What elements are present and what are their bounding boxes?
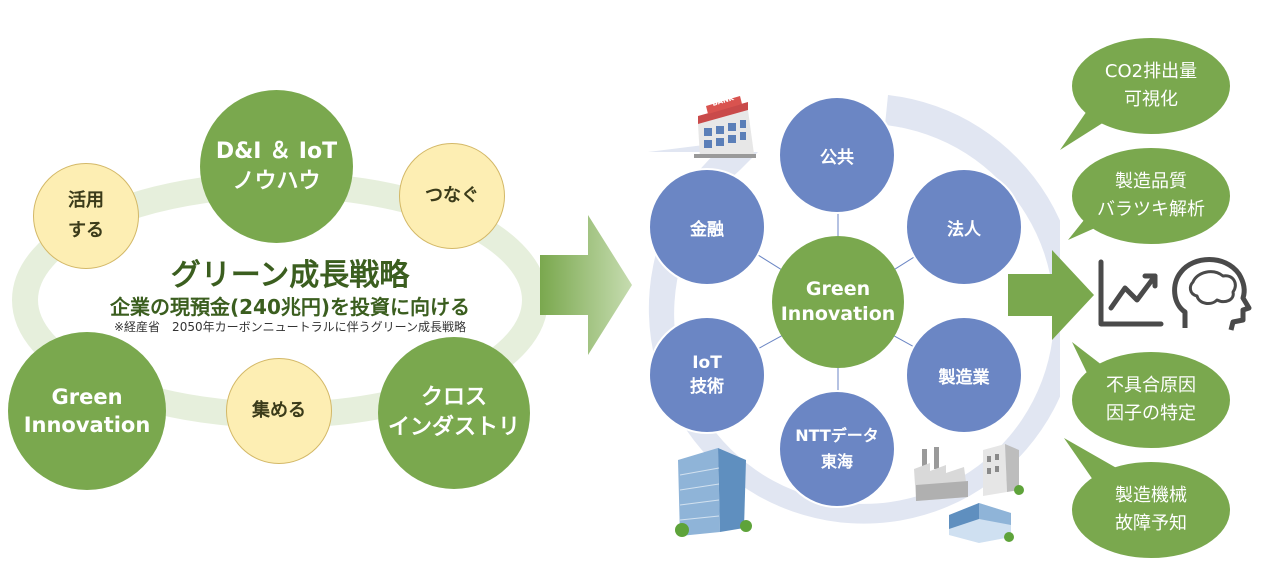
use-label-1: 活用 (68, 190, 104, 211)
green-label: Green (51, 385, 123, 409)
innovation-label: Innovation (23, 413, 151, 437)
node-finance: 金融 (648, 168, 766, 286)
node-ntt-data-tokai: NTTデータ 東海 (778, 390, 896, 508)
tech-label: 技術 (690, 377, 724, 397)
cross-industry-circle: クロス インダストリ (378, 337, 530, 489)
strategy-note: ※経産省 2050年カーボンニュートラルに伴うグリーン成長戦略 (114, 320, 466, 334)
node-manufacturing: 製造業 (905, 316, 1023, 434)
use-label-2: する (68, 220, 104, 241)
strategy-title: グリーン成長戦略 (170, 258, 410, 293)
industry-label: インダストリ (387, 415, 520, 440)
tall-factory-icon (983, 444, 1024, 496)
factory-icon (914, 447, 968, 501)
outcome-1-line2: 可視化 (1124, 89, 1178, 110)
outcome-3-line1: 不具合原因 (1106, 375, 1196, 396)
green-innovation-hub: Green Innovation (772, 236, 904, 368)
node-iot-tech: IoT 技術 (648, 316, 766, 434)
outcome-1-line1: CO2排出量 (1104, 61, 1198, 82)
analytics-icons (1098, 257, 1252, 331)
knowhow-label: ノウハウ (232, 168, 321, 194)
upward-chart-icon (1098, 259, 1164, 327)
green-innovation-left-circle: Green Innovation (8, 332, 166, 490)
node-corporate: 法人 (905, 168, 1023, 286)
hub-innovation-label: Innovation (780, 303, 896, 325)
gather-circle: 集める (226, 358, 332, 464)
warehouse-icon (949, 503, 1014, 543)
outcome-4-line1: 製造機械 (1115, 485, 1187, 506)
iot-label: IoT (692, 353, 722, 373)
gather-label: 集める (252, 400, 306, 421)
use-circle: 活用 する (33, 163, 139, 269)
finance-label: 金融 (690, 219, 724, 240)
outcome-2-line1: 製造品質 (1115, 171, 1187, 192)
brain-head-icon (1172, 257, 1252, 331)
tokai-label: 東海 (820, 452, 853, 471)
strategy-subtitle: 企業の現預金(240兆円)を投資に向ける (109, 295, 471, 319)
public-label: 公共 (820, 147, 854, 168)
manufacturing-label: 製造業 (938, 367, 990, 388)
outcome-failure-prediction: 製造機械 故障予知 (1072, 462, 1230, 558)
bank-building-icon: BANK (690, 82, 760, 160)
outcome-co2-visualization: CO2排出量 可視化 (1072, 38, 1230, 134)
connect-circle: つなぐ (399, 143, 505, 249)
di-iot-knowhow-circle: D&I ＆ IoT ノウハウ (200, 90, 353, 243)
ntt-label: NTTデータ (795, 426, 879, 445)
outcome-defect-cause: 不具合原因 因子の特定 (1072, 352, 1230, 448)
connect-label: つなぐ (425, 185, 479, 206)
flow-arrow-1 (540, 215, 632, 355)
cross-label: クロス (420, 385, 487, 410)
node-public: 公共 (778, 96, 896, 214)
flow-arrow-2 (1008, 250, 1094, 340)
di-iot-label: D&I ＆ IoT (215, 138, 338, 164)
hub-green-label: Green (805, 278, 871, 300)
outcome-quality-variation: 製造品質 バラツキ解析 (1072, 148, 1230, 244)
outcome-3-line2: 因子の特定 (1106, 403, 1196, 424)
outcome-4-line2: 故障予知 (1115, 513, 1187, 534)
outcome-2-line2: バラツキ解析 (1097, 199, 1205, 220)
office-tower-icon (675, 448, 752, 537)
corporate-label: 法人 (947, 219, 981, 240)
